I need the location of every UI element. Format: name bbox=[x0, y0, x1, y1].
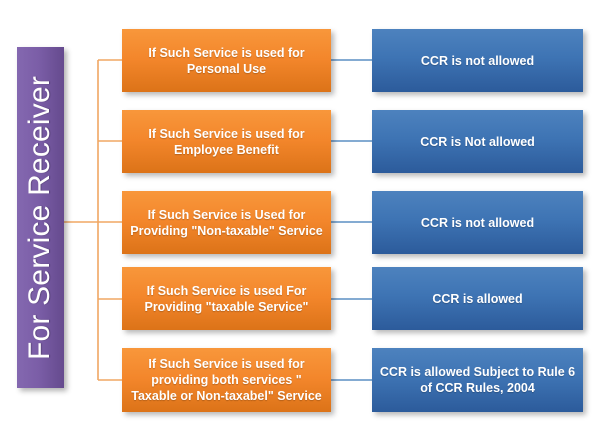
result-text-3: CCR is not allowed bbox=[421, 215, 534, 231]
result-text-2: CCR is Not allowed bbox=[420, 134, 535, 150]
result-4-line-1: CCR is allowed bbox=[432, 291, 523, 306]
condition-1-line-1: If Such Service is used for bbox=[148, 45, 305, 60]
condition-5-line-3: Taxable or Non-taxabel" Service bbox=[131, 389, 322, 403]
result-node-5[interactable]: CCR is allowed Subject to Rule 6 of CCR R… bbox=[372, 348, 583, 412]
condition-4-line-1: If Such Service is used For bbox=[146, 283, 307, 298]
condition-5-line-2: providing both services " bbox=[151, 373, 302, 387]
service-receiver-banner[interactable]: For Service Receiver bbox=[17, 47, 64, 388]
condition-5-line-1: If Such Service is used for bbox=[148, 357, 305, 371]
condition-3-line-1: If Such Service is Used for bbox=[147, 207, 306, 222]
result-node-1[interactable]: CCR is not allowed bbox=[372, 29, 583, 92]
result-text-4: CCR is allowed bbox=[432, 291, 522, 307]
result-5-line-2: of CCR Rules, 2004 bbox=[420, 381, 535, 395]
result-text-1: CCR is not allowed bbox=[421, 53, 534, 69]
condition-node-5[interactable]: If Such Service is used for providing bot… bbox=[122, 348, 331, 412]
result-text-5: CCR is allowed Subject to Rule 6 of CCR R… bbox=[380, 364, 575, 396]
condition-1-line-2: Personal Use bbox=[186, 61, 267, 76]
condition-2-line-2: Employee Benefit bbox=[174, 142, 279, 157]
condition-2-line-1: If Such Service is used for bbox=[148, 126, 305, 141]
condition-4-line-2: Providing "taxable Service" bbox=[144, 299, 309, 314]
result-node-3[interactable]: CCR is not allowed bbox=[372, 191, 583, 254]
condition-3-line-2: Providing "Non-taxable" Service bbox=[130, 223, 323, 238]
result-node-2[interactable]: CCR is Not allowed bbox=[372, 110, 583, 173]
result-3-line-1: CCR is not allowed bbox=[420, 215, 535, 230]
result-2-line-1: CCR is Not allowed bbox=[420, 134, 535, 149]
result-node-4[interactable]: CCR is allowed bbox=[372, 267, 583, 330]
result-1-line-1: CCR is not allowed bbox=[420, 53, 535, 68]
condition-text-5: If Such Service is used for providing bot… bbox=[131, 356, 322, 404]
banner-label: For Service Receiver bbox=[23, 75, 57, 360]
result-5-line-1: CCR is allowed Subject to Rule 6 bbox=[379, 365, 576, 379]
